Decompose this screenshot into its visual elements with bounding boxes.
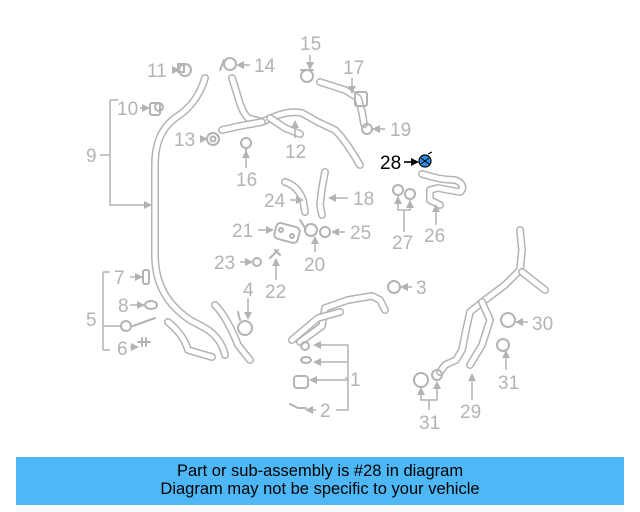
leader-lines	[100, 55, 528, 411]
leader-arrowheads	[131, 61, 523, 414]
parts-diagram: 1 2 3 4 5 6 7 8 9 10 11 12 13 14 15 16 1…	[86, 34, 553, 434]
label-8: 8	[118, 296, 129, 317]
label-7: 7	[114, 268, 125, 289]
label-9: 9	[86, 146, 97, 167]
banner-line-disclaimer: Diagram may not be specific to your vehi…	[160, 480, 480, 498]
label-27: 27	[392, 233, 413, 254]
part-28-highlighted-clamp	[404, 151, 433, 168]
label-26: 26	[424, 226, 445, 247]
label-11: 11	[147, 61, 167, 82]
label-18: 18	[353, 189, 374, 210]
label-5: 5	[86, 310, 97, 331]
label-12: 12	[285, 142, 306, 163]
label-17: 17	[343, 58, 364, 79]
label-10: 10	[117, 99, 138, 120]
label-3: 3	[416, 278, 427, 299]
label-19: 19	[390, 120, 411, 141]
label-31-right: 31	[498, 373, 519, 394]
label-16: 16	[236, 170, 257, 191]
label-14: 14	[254, 56, 276, 77]
banner-line-part-number: Part or sub-assembly is #28 in diagram	[176, 462, 464, 480]
label-25: 25	[350, 223, 371, 244]
part-3-pipe	[288, 292, 389, 346]
part-17-pipe	[316, 78, 368, 128]
part-info-banner: Part or sub-assembly is #28 in diagram D…	[16, 457, 624, 505]
label-31-bottom: 31	[419, 413, 440, 434]
label-4: 4	[243, 280, 254, 301]
label-23: 23	[214, 253, 235, 274]
label-20: 20	[304, 255, 325, 276]
part-18-hose	[316, 168, 329, 219]
label-13: 13	[174, 130, 195, 151]
label-24: 24	[264, 191, 286, 212]
label-1: 1	[350, 370, 361, 391]
label-15: 15	[300, 34, 321, 55]
label-29: 29	[460, 402, 481, 423]
label-22: 22	[265, 282, 286, 303]
label-30: 30	[532, 314, 553, 335]
label-2: 2	[320, 401, 331, 422]
label-6: 6	[117, 339, 128, 360]
part-29-pipe	[436, 226, 549, 376]
label-28-highlighted: 28	[380, 153, 401, 174]
part-9-hose	[151, 74, 229, 359]
part-clamps	[120, 57, 516, 409]
part-24-hose	[281, 178, 309, 216]
part-labels: 1 2 3 4 5 6 7 8 9 10 11 12 13 14 15 16 1…	[86, 34, 553, 434]
part-26-hose	[418, 170, 467, 209]
label-21: 21	[232, 221, 253, 242]
part-lower-left-hose	[164, 301, 254, 364]
